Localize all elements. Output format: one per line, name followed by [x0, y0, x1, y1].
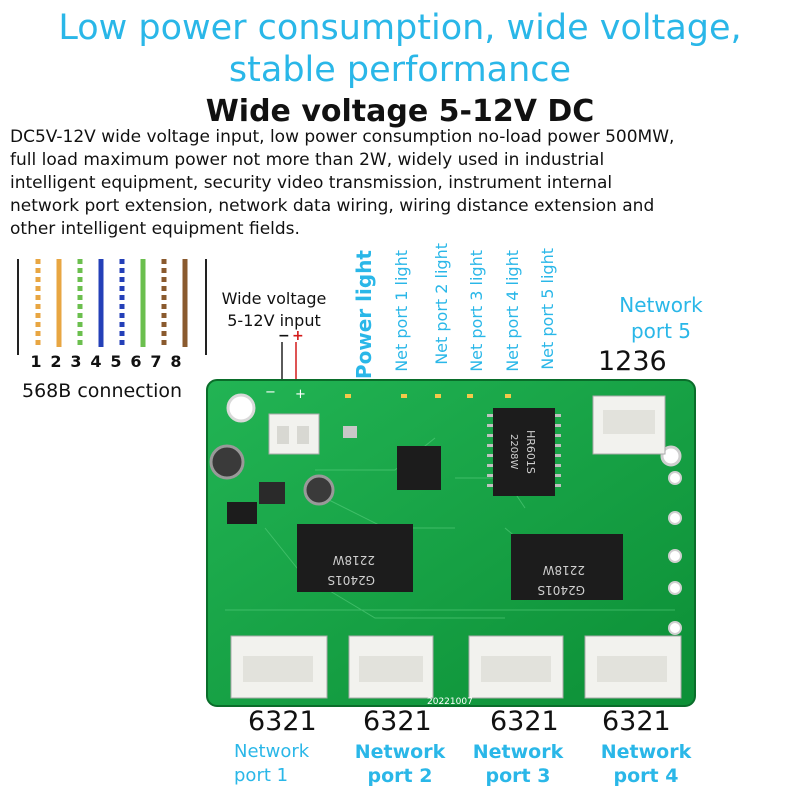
power-input-line-2: 5-12V input — [227, 311, 321, 330]
power-connector — [268, 413, 320, 455]
port-3-line-1: Network — [472, 741, 564, 763]
power-input-label: Wide voltage 5-12V input — [210, 288, 338, 332]
transformer-top — [493, 408, 555, 496]
port-5-pin-code: 1236 — [598, 346, 667, 377]
power-lead-lines — [281, 342, 297, 380]
capacitor — [303, 474, 335, 506]
port-5-light-label: Net port 5 light — [538, 248, 557, 370]
left-chip-model: G2401S — [328, 573, 375, 587]
description-line: full load maximum power not more than 2W… — [10, 150, 605, 170]
wiring-diagram — [17, 259, 207, 355]
description-line: other intelligent equipment fields. — [10, 219, 300, 239]
port-2-line-2: port 2 — [367, 765, 433, 787]
network-port-1-label: Network port 1 — [224, 740, 324, 788]
port-3-light-label: Net port 3 light — [467, 250, 486, 372]
network-port-5-label: Network port 5 — [596, 292, 726, 344]
pin-number: 3 — [70, 352, 82, 371]
mounting-hole — [660, 445, 682, 467]
network-port-2-label: Network port 2 — [350, 740, 450, 788]
pin-number: 4 — [90, 352, 102, 371]
port-2-light-label: Net port 2 light — [432, 243, 451, 365]
port-4-line-1: Network — [600, 741, 692, 763]
minus-sign: − — [278, 328, 290, 344]
port-5-line-2: port 5 — [630, 319, 692, 343]
port-4-line-2: port 4 — [613, 765, 679, 787]
port-4-pin-code: 6321 — [602, 706, 671, 737]
description-line: DC5V-12V wide voltage input, low power c… — [10, 127, 675, 147]
headline-line-2: stable performance — [228, 50, 572, 90]
bottom-connectors — [230, 635, 682, 699]
main-chip — [397, 446, 441, 490]
description-line: network port extension, network data wir… — [10, 196, 655, 216]
port-1-line-1: Network — [234, 741, 310, 762]
svg-text:−: − — [265, 385, 276, 400]
power-light-label: Power light — [352, 250, 376, 380]
description-line: intelligent equipment, security video tr… — [10, 173, 613, 193]
transformer-left — [297, 524, 413, 592]
power-input-line-1: Wide voltage — [221, 289, 327, 308]
headline-line-1: Low power consumption, wide voltage, — [58, 8, 742, 48]
port-3-pin-code: 6321 — [490, 706, 559, 737]
plus-sign: + — [292, 328, 304, 344]
pin-number: 1 — [30, 352, 42, 371]
port-5-line-1: Network — [619, 293, 703, 317]
port-2-line-1: Network — [354, 741, 446, 763]
mounting-hole — [226, 393, 256, 423]
port-2-pin-code: 6321 — [363, 706, 432, 737]
port-3-line-2: port 3 — [485, 765, 551, 787]
capacitor — [209, 444, 245, 480]
top-chip-text: 2208W — [508, 434, 519, 469]
pin-number: 2 — [50, 352, 62, 371]
pin-number: 5 — [110, 352, 122, 371]
network-port-4-label: Network port 4 — [594, 740, 698, 788]
right-chip-text: 2218W — [542, 563, 585, 577]
port-1-light-label: Net port 1 light — [392, 250, 411, 372]
port-1-line-2: port 1 — [234, 765, 289, 786]
pcb-board: − + HR601S 2208W 2218W G2401S 2218W G240… — [206, 379, 696, 707]
pin-number: 6 — [130, 352, 142, 371]
port-1-pin-code: 6321 — [248, 706, 317, 737]
top-chip-model: HR601S — [524, 430, 537, 474]
pin-number: 7 — [150, 352, 162, 371]
wiring-caption: 568B connection — [22, 380, 183, 402]
right-chip-model: G2401S — [538, 583, 585, 597]
left-chip-text: 2218W — [332, 553, 375, 567]
date-code: 20221007 — [427, 697, 473, 707]
port-4-light-label: Net port 4 light — [503, 250, 522, 372]
pin-number: 8 — [170, 352, 182, 371]
description: DC5V-12V wide voltage input, low power c… — [10, 126, 790, 241]
transformer-right — [511, 534, 623, 600]
svg-text:+: + — [295, 387, 306, 402]
subtitle: Wide voltage 5-12V DC — [205, 94, 595, 129]
network-port-3-label: Network port 3 — [466, 740, 570, 788]
